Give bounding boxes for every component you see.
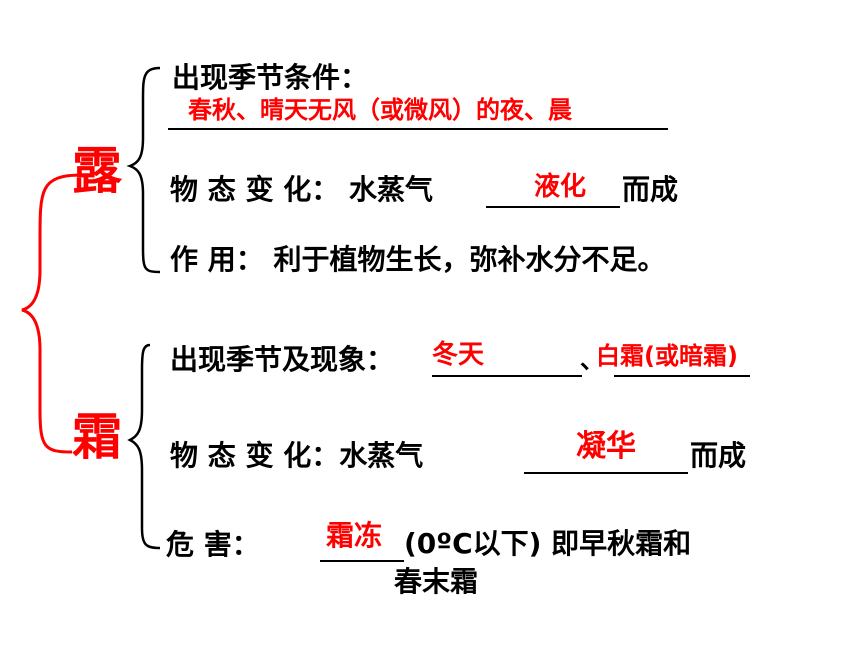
frost-season-answer-1: 冬天 [432, 340, 485, 370]
frost-change-answer: 凝华 [576, 429, 636, 464]
frost-title: 霜 [72, 408, 122, 466]
dew-change-label: 物 态 变 化： 水蒸气 [170, 173, 433, 206]
dew-brace [126, 66, 161, 274]
frost-season-underline-1 [432, 375, 582, 377]
frost-change-underline [524, 472, 688, 474]
frost-harm-label: 危 害： [166, 528, 260, 561]
dew-change-underline [486, 206, 620, 208]
dew-effect-label: 作 用： 利于植物生长，弥补水分不足。 [170, 243, 666, 276]
dew-change-answer: 液化 [534, 172, 587, 202]
frost-season-underline-2 [614, 375, 750, 377]
frost-harm-underline [320, 560, 404, 562]
dew-season-underline [168, 128, 668, 130]
main-brace [21, 173, 83, 454]
frost-harm-line2: 春末霜 [394, 565, 479, 598]
dew-change-suffix: 而成 [622, 173, 679, 206]
frost-brace [127, 343, 161, 550]
frost-change-suffix: 而成 [690, 439, 747, 472]
frost-harm-suffix: (0ºC以下) 即早秋霜和 [404, 527, 692, 560]
frost-season-answer-2: 白霜(或暗霜) [596, 342, 738, 370]
frost-change-label: 物 态 变 化：水蒸气 [170, 439, 424, 472]
frost-season-separator: 、 [580, 346, 604, 374]
frost-harm-answer: 霜冻 [326, 519, 383, 552]
dew-season-answer: 春秋、晴天无风（或微风）的夜、晨 [188, 96, 572, 124]
frost-season-label: 出现季节及现象： [170, 343, 395, 376]
dew-season-label: 出现季节条件： [172, 61, 369, 94]
dew-title: 露 [72, 142, 122, 200]
